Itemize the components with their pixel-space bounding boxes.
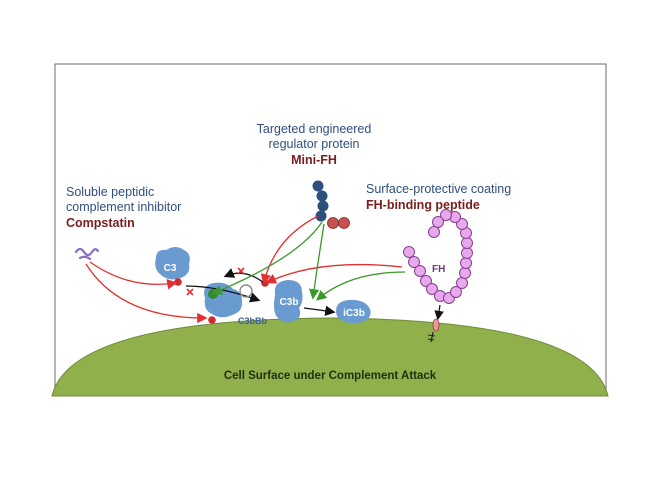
- soluble-label-line2: complement inhibitor: [66, 200, 181, 214]
- regulation-arrows: [211, 221, 406, 301]
- block-marks: [186, 267, 245, 296]
- cell-surface-label: Cell Surface under Complement Attack: [224, 370, 437, 382]
- surface-coating-label: Surface-protective coating FH-binding pe…: [366, 182, 511, 212]
- fh-label: FH: [432, 264, 445, 275]
- c3-label: C3: [164, 263, 177, 274]
- targeted-label-line2: regulator protein: [268, 137, 359, 151]
- fh-protein: [403, 209, 473, 304]
- compstatin-peptide: [74, 247, 100, 261]
- block-cross-icon: [186, 288, 194, 296]
- fh-binding-peptide-label: FH-binding peptide: [366, 198, 480, 212]
- targeted-label-line1: Targeted engineered: [257, 122, 372, 136]
- compstatin-label: Compstatin: [66, 216, 135, 230]
- amplification-loop-icon: [239, 284, 253, 298]
- targeted-regulator-label: Targeted engineered regulator protein Mi…: [257, 122, 372, 167]
- coating-label-line1: Surface-protective coating: [366, 182, 511, 196]
- ic3b-protein: iC3b: [336, 299, 371, 324]
- soluble-inhibitor-label: Soluble peptidic complement inhibitor Co…: [66, 185, 181, 230]
- block-cross-icon: [237, 267, 245, 275]
- fh-anchor: [427, 304, 444, 343]
- soluble-label-line1: Soluble peptidic: [66, 185, 154, 199]
- c3bbb-label: C3bBb: [238, 316, 268, 326]
- mini-fh-label: Mini-FH: [291, 153, 337, 167]
- cell-surface: Cell Surface under Complement Attack: [51, 317, 609, 397]
- inhibition-arrows: [85, 215, 403, 324]
- mini-fh-protein: [312, 180, 350, 229]
- c3b-label: C3b: [280, 297, 299, 308]
- ic3b-label: iC3b: [343, 308, 365, 319]
